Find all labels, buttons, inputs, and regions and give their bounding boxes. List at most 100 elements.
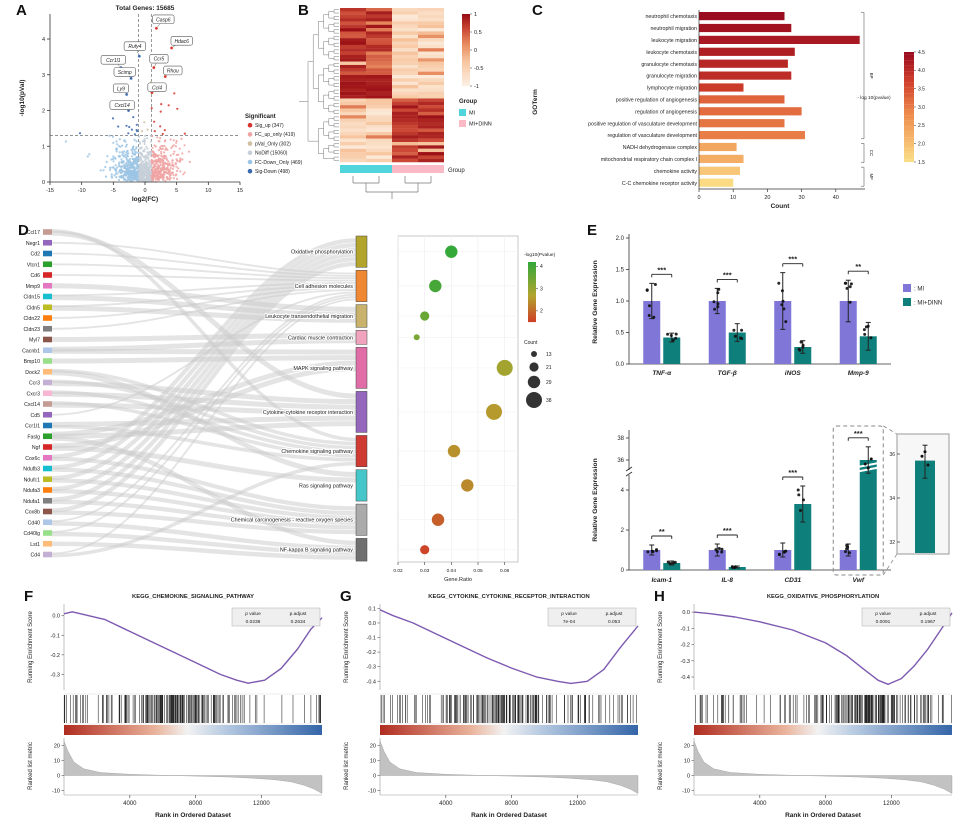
svg-text:regulation of vasculature deve: regulation of vasculature development	[607, 133, 697, 139]
svg-text:4000: 4000	[439, 801, 453, 807]
svg-text:NoDiff (15060): NoDiff (15060)	[255, 151, 288, 157]
svg-text:-10: -10	[52, 789, 60, 795]
svg-text:Bmp10: Bmp10	[24, 359, 41, 365]
svg-text:0: 0	[474, 48, 477, 54]
svg-text:20: 20	[764, 195, 770, 201]
panel-g-gsea: G KEGG_CYTOKINE_CYTOKINE_RECEPTOR_INTERA…	[338, 588, 646, 826]
svg-text:Ccr1l1: Ccr1l1	[25, 424, 40, 430]
svg-text:iNOS: iNOS	[785, 370, 802, 377]
svg-text:0: 0	[621, 568, 625, 574]
panel-b-label: B	[298, 2, 309, 19]
svg-text:Myl7: Myl7	[29, 338, 40, 344]
svg-text:1: 1	[474, 12, 477, 18]
svg-text:Cxcl14: Cxcl14	[115, 103, 131, 109]
svg-text:***: ***	[723, 526, 732, 535]
svg-text:NF-kappa B signaling pathway: NF-kappa B signaling pathway	[280, 548, 353, 554]
svg-text:-15: -15	[46, 188, 54, 194]
svg-text:8000: 8000	[505, 801, 519, 807]
svg-text:Cox6c: Cox6c	[25, 456, 40, 462]
svg-text:15: 15	[237, 188, 243, 194]
svg-text:Icam-1: Icam-1	[651, 577, 672, 584]
svg-text:0.5: 0.5	[474, 30, 482, 36]
svg-text:MI: MI	[469, 111, 476, 117]
svg-text:Cd40lg: Cd40lg	[24, 531, 41, 537]
svg-text:20: 20	[54, 744, 60, 750]
svg-text:***: ***	[788, 468, 797, 477]
svg-text:***: ***	[657, 265, 666, 274]
svg-text:***: ***	[854, 429, 863, 438]
svg-text:0.0: 0.0	[52, 614, 60, 620]
svg-text:regulation of angiogenesis: regulation of angiogenesis	[635, 109, 697, 115]
svg-text:Negr1: Negr1	[26, 241, 40, 247]
gsea-plot-chemokine: KEGG_CHEMOKINE_SIGNALING_PATHWAY 0.0 -0.1 -…	[28, 594, 323, 819]
svg-text:4: 4	[42, 37, 45, 43]
svg-text:1.5: 1.5	[616, 268, 625, 274]
svg-text:13: 13	[546, 352, 552, 358]
svg-text:4000: 4000	[753, 801, 767, 807]
svg-text:Cxcl14: Cxcl14	[24, 402, 40, 408]
svg-text:-0.1: -0.1	[367, 636, 376, 642]
svg-text:-0.2: -0.2	[681, 643, 690, 649]
svg-text:Cardiac muscle contraction: Cardiac muscle contraction	[288, 335, 353, 341]
svg-text:Ranked list metric: Ranked list metric	[28, 742, 34, 790]
svg-text:36: 36	[889, 452, 895, 458]
svg-text:Ndufa3: Ndufa3	[23, 488, 40, 494]
svg-text:38: 38	[617, 436, 624, 442]
svg-text:1.5: 1.5	[918, 160, 925, 166]
svg-text:Ccl4: Ccl4	[152, 85, 162, 91]
svg-text:-10: -10	[368, 789, 376, 795]
svg-text:C-C chemokine receptor activit: C-C chemokine receptor activity	[622, 181, 697, 187]
svg-text:Cldn22: Cldn22	[24, 316, 41, 322]
svg-text:granulocyte chemotaxis: granulocyte chemotaxis	[641, 62, 697, 68]
sankey-bubble-plot: Ccl17Negr1Cd2Vtcn1Cd6Mmp9Cldn15Cldn5Cldn…	[22, 229, 556, 583]
svg-text:0.05: 0.05	[473, 568, 483, 574]
gsea-plot-oxphos: KEGG_OXIDATIVE_PHOSPHORYLATION0.0-0.1-0.…	[658, 594, 953, 819]
svg-text:log2(FC): log2(FC)	[132, 196, 158, 203]
panel-c-label: C	[532, 2, 543, 19]
svg-text:Rank in Ordered Dataset: Rank in Ordered Dataset	[785, 812, 862, 819]
svg-text:Ly9: Ly9	[117, 86, 125, 92]
svg-text:chemokine activity: chemokine activity	[654, 169, 698, 175]
svg-text:Cd2: Cd2	[30, 252, 40, 258]
svg-text:7e-04: 7e-04	[563, 619, 576, 625]
svg-text:Vtcn1: Vtcn1	[27, 262, 40, 268]
svg-text:pVal_Only (302): pVal_Only (302)	[255, 141, 291, 147]
svg-text:Rank in Ordered Dataset: Rank in Ordered Dataset	[155, 812, 232, 819]
svg-text:Ccr5: Ccr5	[154, 57, 165, 63]
svg-text:Rank in Ordered Dataset: Rank in Ordered Dataset	[471, 812, 548, 819]
svg-text:MI+DINN: MI+DINN	[469, 122, 492, 128]
svg-text:Relative Gene Expression: Relative Gene Expression	[592, 458, 599, 542]
svg-text:KEGG_CHEMOKINE_SIGNALING_PATHW: KEGG_CHEMOKINE_SIGNALING_PATHWAY	[132, 594, 254, 600]
svg-text:mitochondrial respiratory chai: mitochondrial respiratory chain complex …	[601, 157, 697, 163]
svg-text:0.0: 0.0	[368, 621, 376, 627]
svg-text:2.0: 2.0	[918, 141, 925, 147]
svg-text:Mmp-9: Mmp-9	[848, 370, 869, 377]
svg-text:Oxidative phosphorylation: Oxidative phosphorylation	[291, 250, 353, 256]
svg-text:- log 10(pvalue): - log 10(pvalue)	[857, 95, 891, 101]
panel-g-label: G	[340, 588, 352, 605]
svg-text:Cd5: Cd5	[30, 413, 40, 419]
svg-text:Lst1: Lst1	[30, 542, 40, 548]
svg-text:0.0: 0.0	[616, 362, 625, 368]
svg-text:12000: 12000	[569, 801, 586, 807]
svg-text:Running Enrichment Score: Running Enrichment Score	[344, 610, 350, 682]
svg-text:Ranked list metric: Ranked list metric	[344, 742, 350, 790]
svg-text:KEGG_OXIDATIVE_PHOSPHORYLATION: KEGG_OXIDATIVE_PHOSPHORYLATION	[767, 594, 879, 600]
svg-text:0: 0	[42, 180, 45, 186]
svg-text:-0.3: -0.3	[681, 659, 690, 665]
svg-text:12000: 12000	[883, 801, 900, 807]
svg-text:8000: 8000	[819, 801, 833, 807]
svg-text:FC_up_only (419): FC_up_only (419)	[255, 132, 295, 138]
svg-text:-0.1: -0.1	[51, 633, 60, 639]
svg-text:Total Genes: 15685: Total Genes: 15685	[116, 5, 175, 12]
svg-text:4: 4	[540, 264, 543, 270]
svg-text:KEGG_CYTOKINE_CYTOKINE_RECEPTO: KEGG_CYTOKINE_CYTOKINE_RECEPTOR_INTERACT…	[428, 594, 589, 600]
svg-text:FC-Down_Only (469): FC-Down_Only (469)	[255, 160, 303, 166]
svg-text:Count: Count	[524, 340, 538, 346]
svg-text:Cd6: Cd6	[30, 273, 40, 279]
svg-text:10: 10	[54, 759, 60, 765]
panel-a-label: A	[16, 2, 27, 19]
svg-text:NADH dehydrogenase complex: NADH dehydrogenase complex	[623, 145, 698, 151]
